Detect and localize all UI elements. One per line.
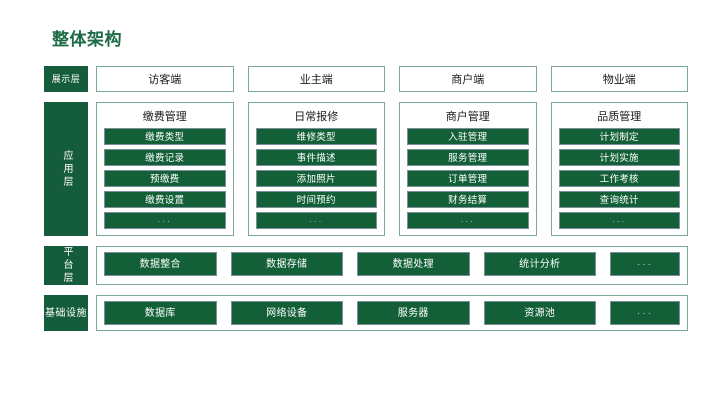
app-item[interactable]: 计划实施 [558,149,680,166]
page-title: 整体架构 [52,30,122,49]
layer-label-line-1: 基础 [45,307,66,319]
platform-item[interactable]: 数据整合 [104,252,217,276]
infrastructure-item[interactable]: 数据库 [104,301,217,325]
app-item[interactable]: 查询统计 [558,191,680,208]
app-item[interactable]: 服务管理 [407,149,529,166]
layer-label-presentation: 展示层 [44,66,88,92]
layer-row-infrastructure: 基础 设施 数据库 网络设备 服务器 资源池 ··· [44,295,688,331]
infrastructure-item[interactable]: 资源池 [483,301,596,325]
app-item[interactable]: 入驻管理 [407,128,529,145]
app-module-title: 品质管理 [597,111,642,123]
app-item[interactable]: 计划制定 [558,128,680,145]
app-module-quality: 品质管理 计划制定 计划实施 工作考核 查询统计 ··· [550,102,688,236]
client-box-merchant[interactable]: 商户端 [399,66,537,92]
infrastructure-item[interactable]: 网络设备 [230,301,343,325]
app-item[interactable]: 订单管理 [407,170,529,187]
app-item[interactable]: 事件描述 [255,149,377,166]
app-item-more[interactable]: ··· [104,212,226,229]
architecture-diagram: 展示层 访客端 业主端 商户端 物业端 应用层 缴费管理 缴费类型 缴费记录 预… [44,66,688,331]
platform-item-more[interactable]: ··· [610,252,680,276]
layer-row-presentation: 展示层 访客端 业主端 商户端 物业端 [44,66,688,92]
app-module-merchant: 商户管理 入驻管理 服务管理 订单管理 财务结算 ··· [399,102,537,236]
app-module-repair: 日常报修 维修类型 事件描述 添加照片 时间预约 ··· [247,102,385,236]
app-item-more[interactable]: ··· [558,212,680,229]
app-item[interactable]: 缴费类型 [104,128,226,145]
app-item[interactable]: 缴费记录 [104,149,226,166]
app-item[interactable]: 财务结算 [407,191,529,208]
client-box-visitor[interactable]: 访客端 [96,66,234,92]
app-item[interactable]: 维修类型 [255,128,377,145]
presentation-panels: 访客端 业主端 商户端 物业端 [96,66,688,92]
app-item-more[interactable]: ··· [255,212,377,229]
infrastructure-item-more[interactable]: ··· [610,301,680,325]
layer-row-platform: 平台层 数据整合 数据存储 数据处理 统计分析 ··· [44,246,688,285]
app-item[interactable]: 缴费设置 [104,191,226,208]
app-item[interactable]: 时间预约 [255,191,377,208]
app-item-more[interactable]: ··· [407,212,529,229]
app-item[interactable]: 工作考核 [558,170,680,187]
app-module-title: 日常报修 [294,111,339,123]
layer-label-platform: 平台层 [44,246,88,285]
app-module-title: 缴费管理 [142,111,187,123]
platform-item[interactable]: 数据存储 [230,252,343,276]
app-item[interactable]: 添加照片 [255,170,377,187]
infrastructure-panel: 数据库 网络设备 服务器 资源池 ··· [96,295,688,331]
client-box-owner[interactable]: 业主端 [247,66,385,92]
platform-item[interactable]: 数据处理 [357,252,470,276]
app-module-title: 商户管理 [445,111,490,123]
layer-label-application: 应用层 [44,102,88,236]
infrastructure-panels: 数据库 网络设备 服务器 资源池 ··· [96,295,688,331]
infrastructure-item[interactable]: 服务器 [357,301,470,325]
layer-row-application: 应用层 缴费管理 缴费类型 缴费记录 预缴费 缴费设置 ··· 日常报修 维修类… [44,102,688,236]
layer-label-line-2: 设施 [66,307,87,319]
app-item[interactable]: 预缴费 [104,170,226,187]
platform-panel: 数据整合 数据存储 数据处理 统计分析 ··· [96,246,688,285]
app-module-payment: 缴费管理 缴费类型 缴费记录 预缴费 缴费设置 ··· [96,102,234,236]
client-box-property[interactable]: 物业端 [550,66,688,92]
platform-item[interactable]: 统计分析 [483,252,596,276]
application-panels: 缴费管理 缴费类型 缴费记录 预缴费 缴费设置 ··· 日常报修 维修类型 事件… [96,102,688,236]
layer-label-infrastructure: 基础 设施 [44,295,88,331]
platform-panels: 数据整合 数据存储 数据处理 统计分析 ··· [96,246,688,285]
